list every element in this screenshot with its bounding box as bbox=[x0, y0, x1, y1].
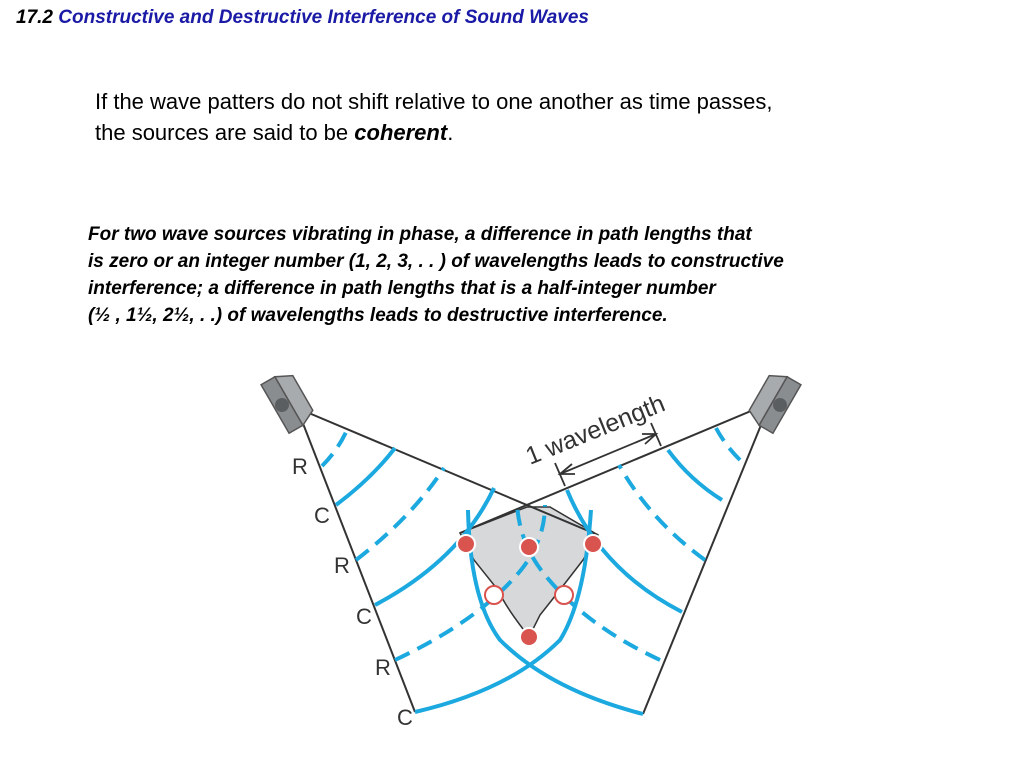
right-cone-inner-edge bbox=[459, 402, 771, 534]
left-wavefronts bbox=[320, 429, 593, 714]
side-label-r: R bbox=[375, 655, 391, 680]
path-labels: R C R C R C bbox=[292, 454, 413, 730]
left-cone-inner-edge bbox=[296, 407, 599, 536]
right-wavefront-6 bbox=[466, 509, 644, 716]
title-heading: Constructive and Destructive Interferenc… bbox=[58, 7, 589, 28]
left-wavefront-1 bbox=[320, 429, 349, 468]
right-wavefront-5 bbox=[515, 504, 661, 662]
side-label-c: C bbox=[314, 503, 330, 528]
para1-line-2-end: . bbox=[447, 120, 454, 145]
right-wavefronts bbox=[466, 427, 742, 716]
para1-line-1: If the wave patters do not shift relativ… bbox=[95, 89, 773, 114]
side-label-r: R bbox=[292, 454, 308, 479]
coherent-term: coherent bbox=[354, 120, 448, 145]
destructive-point bbox=[554, 585, 574, 605]
interference-rule-paragraph: For two wave sources vibrating in phase,… bbox=[88, 221, 1008, 329]
speaker-icon-right bbox=[748, 374, 802, 435]
right-cone-outer-edge bbox=[642, 402, 771, 715]
constructive-point bbox=[456, 534, 476, 554]
left-wavefront-5 bbox=[394, 504, 547, 662]
speaker-icon-left bbox=[260, 374, 314, 435]
right-wavefront-4 bbox=[565, 489, 683, 614]
side-label-c: C bbox=[397, 705, 413, 730]
constructive-point bbox=[583, 534, 603, 554]
coherent-paragraph: If the wave patters do not shift relativ… bbox=[95, 86, 955, 148]
slide-title: 17.2 Constructive and Destructive Interf… bbox=[16, 7, 589, 29]
section-number: 17.2 bbox=[16, 7, 53, 28]
side-label-r: R bbox=[334, 553, 350, 578]
right-wavefront-2 bbox=[666, 448, 724, 502]
interference-points bbox=[456, 534, 603, 647]
left-wavefront-3 bbox=[354, 466, 446, 562]
para2-line-1: For two wave sources vibrating in phase,… bbox=[88, 224, 752, 245]
para1-line-2: the sources are said to be coherent. bbox=[95, 117, 955, 148]
right-wavefront-3 bbox=[617, 464, 707, 562]
left-wavefront-2 bbox=[334, 446, 397, 507]
side-label-c: C bbox=[356, 604, 372, 629]
para1-line-2-start: the sources are said to be bbox=[95, 120, 355, 145]
left-wavefront-6 bbox=[414, 509, 593, 714]
constructive-point bbox=[519, 627, 539, 647]
destructive-point bbox=[484, 585, 504, 605]
right-wavefront-1 bbox=[714, 427, 742, 462]
wavelength-arrowhead-left bbox=[557, 463, 575, 475]
wavelength-arrowhead-right bbox=[642, 433, 659, 445]
para2-line-4: (½ , 1½, 2½, . .) of wavelengths leads t… bbox=[88, 305, 668, 326]
constructive-point bbox=[519, 537, 539, 557]
para2-line-2: is zero or an integer number (1, 2, 3, .… bbox=[88, 251, 784, 272]
left-wavefront-4 bbox=[374, 487, 496, 607]
wavelength-indicator bbox=[554, 422, 662, 487]
para2-line-3: interference; a difference in path lengt… bbox=[88, 278, 716, 299]
wavelength-arrow bbox=[559, 433, 657, 475]
